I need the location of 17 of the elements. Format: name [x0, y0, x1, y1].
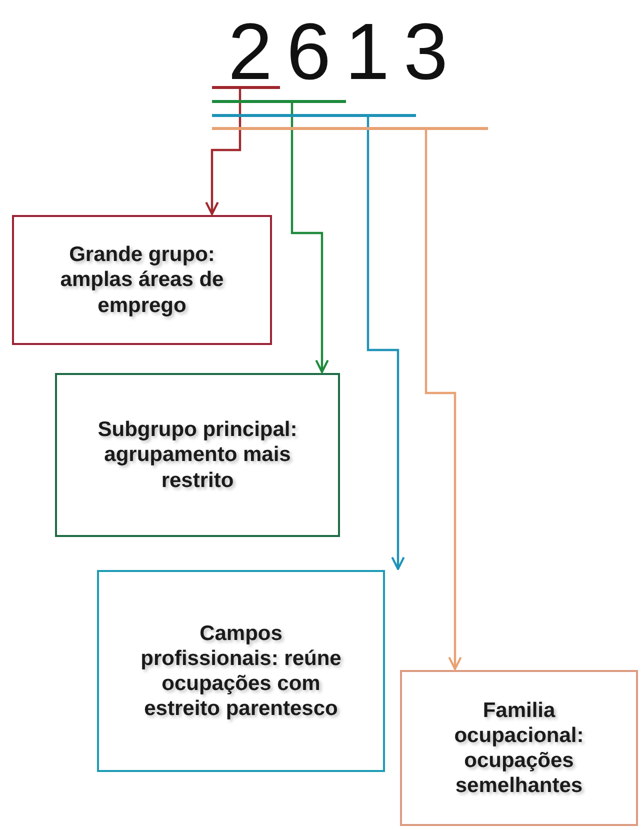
underline-bar — [212, 86, 280, 89]
arrow — [205, 89, 242, 216]
category-box — [400, 670, 638, 826]
box-text: Subgrupo principal: agrupamento mais restrito — [96, 417, 298, 493]
underline-bar — [212, 127, 488, 130]
underline-bar — [212, 114, 416, 117]
category-box — [97, 570, 385, 772]
arrow — [290, 103, 329, 374]
arrow — [424, 130, 462, 670]
category-box — [55, 373, 340, 537]
code-number: 2613 — [228, 12, 462, 92]
category-box — [12, 215, 272, 345]
box-text: Grande grupo: amplas áreas de emprego — [59, 242, 225, 318]
underline-bar — [212, 100, 346, 103]
box-text: Familia ocupacional: ocupações semelhantes — [453, 698, 585, 798]
box-text: Campos profissionais: reúne ocupações com estreito parentesco — [140, 620, 342, 722]
arrow — [366, 117, 405, 570]
